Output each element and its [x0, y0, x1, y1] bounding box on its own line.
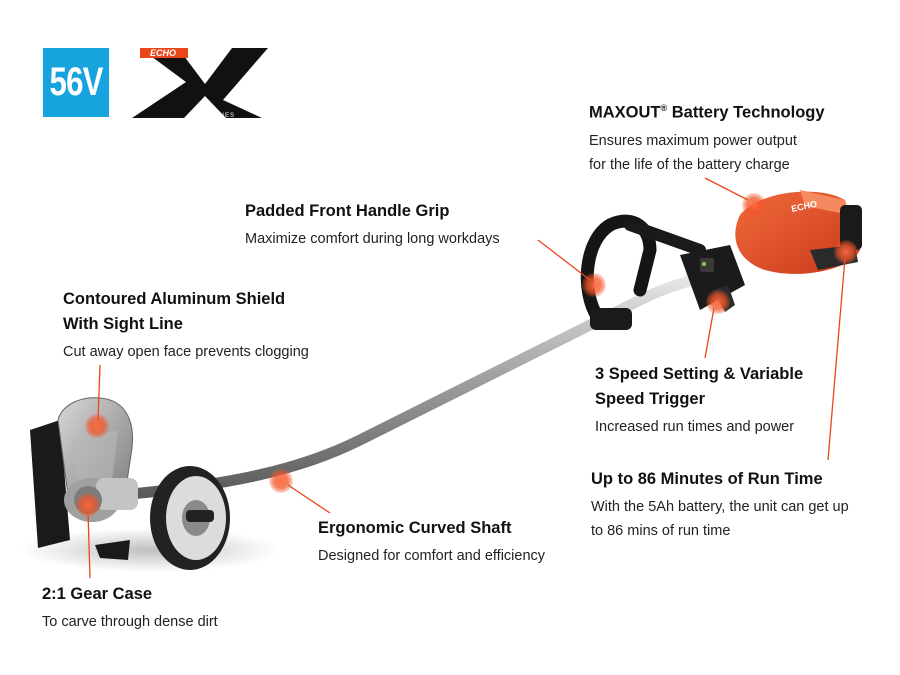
- callout-aluminum-shield: Contoured Aluminum Shield With Sight Lin…: [63, 287, 309, 364]
- callout-title: Ergonomic Curved Shaft: [318, 519, 512, 537]
- callout-description: Increased run times and power: [595, 419, 795, 435]
- hotspot-battery: [742, 193, 766, 217]
- svg-text:SERIES: SERIES: [207, 113, 235, 119]
- hotspot-handle: [582, 273, 606, 297]
- callout-description: Ensures maximum power output for the lif…: [589, 132, 797, 173]
- front-handle: [580, 214, 706, 330]
- callout-description: Maximize comfort during long workdays: [245, 231, 500, 247]
- hotspot-shaft: [269, 469, 293, 493]
- callout-description: To carve through dense dirt: [42, 614, 218, 630]
- hotspot-gear: [76, 493, 100, 517]
- blade: [30, 420, 70, 548]
- callout-front-handle: Padded Front Handle Grip Maximize comfor…: [245, 199, 500, 251]
- callout-title: Contoured Aluminum Shield With Sight Lin…: [63, 290, 286, 333]
- callout-title: Padded Front Handle Grip: [245, 202, 450, 220]
- svg-text:ECHO: ECHO: [150, 48, 176, 58]
- callout-description: Designed for comfort and efficiency: [318, 548, 546, 564]
- callout-speed-trigger: 3 Speed Setting & Variable Speed Trigger…: [595, 362, 803, 439]
- callout-title: Up to 86 Minutes of Run Time: [591, 470, 823, 488]
- callout-gear-case: 2:1 Gear Case To carve through dense dir…: [42, 582, 218, 634]
- leader-lines: [87, 177, 846, 579]
- callout-title: 3 Speed Setting & Variable Speed Trigger: [595, 365, 804, 408]
- callout-run-time: Up to 86 Minutes of Run Time With the 5A…: [591, 467, 849, 543]
- voltage-badge: 56V: [43, 48, 109, 117]
- echo-x-series-logo: ECHO SERIES: [132, 48, 268, 119]
- callout-title: 2:1 Gear Case: [42, 585, 153, 603]
- hotspot-shield: [85, 414, 109, 438]
- callout-curved-shaft: Ergonomic Curved Shaft Designed for comf…: [318, 516, 545, 568]
- hotspot-trigger: [706, 290, 730, 314]
- callout-description: Cut away open face prevents clogging: [63, 344, 309, 360]
- callout-title: MAXOUT® Battery Technology: [589, 103, 825, 122]
- hotspots: [76, 193, 858, 517]
- callout-battery-technology: MAXOUT® Battery Technology Ensures maxim…: [589, 96, 825, 177]
- gear-case-body: [64, 478, 138, 522]
- wheel: [150, 466, 230, 570]
- voltage-badge-label: 56V: [49, 60, 103, 104]
- hotspot-runtime: [834, 240, 858, 264]
- callout-description: With the 5Ah battery, the unit can get u…: [591, 499, 849, 539]
